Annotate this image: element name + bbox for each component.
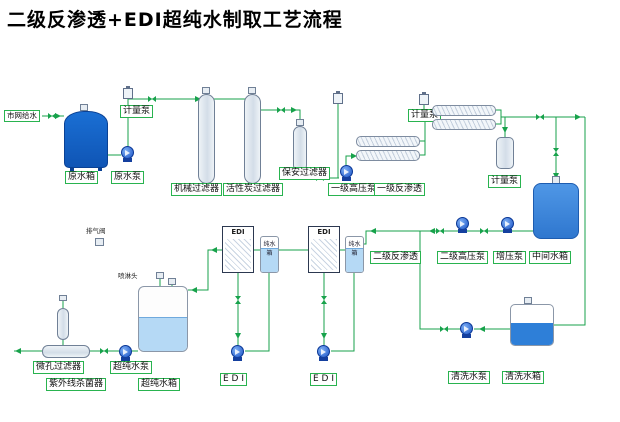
ultrapure-water-tank xyxy=(138,286,188,352)
ro1-membrane-module xyxy=(356,150,420,161)
booster-pump-label: 增压泵 xyxy=(493,251,527,264)
edi-hatch xyxy=(311,239,337,270)
raw-water-tank xyxy=(64,111,108,171)
cleaning-tank xyxy=(510,304,554,346)
stage1-ro-label: 一级反渗透 xyxy=(374,183,426,196)
uv-sterilizer xyxy=(42,345,90,358)
pure-water-tank-1-label: 纯水箱 xyxy=(263,241,276,257)
water-fill xyxy=(511,323,553,345)
uv-sterilizer-label: 紫外线杀菌器 xyxy=(46,378,107,391)
municipal-water-label: 市网给水 xyxy=(4,110,40,122)
booster-pump-icon xyxy=(501,217,514,233)
raw-water-tank-label: 原水箱 xyxy=(65,171,99,184)
metering-pump-3-label: 计量泵 xyxy=(488,175,522,188)
dosing-tank xyxy=(496,137,514,169)
metering-pump-2-icon xyxy=(419,92,429,105)
filter-top-fitting-icon xyxy=(202,87,210,94)
breather-icon xyxy=(168,278,176,285)
stage2-ro-label: 二级反渗透 xyxy=(370,251,422,264)
cleaning-pump-label: 清洗水泵 xyxy=(448,371,491,384)
stage2-hp-pump-icon xyxy=(456,217,469,233)
water-fill xyxy=(346,247,363,272)
stage1-hp-pump-label: 一级高压泵 xyxy=(328,183,380,196)
edi-pump-1-icon xyxy=(231,345,244,361)
spray-head-icon xyxy=(156,272,164,279)
edi-2-label: E D I xyxy=(310,373,337,386)
ultrapure-pump-icon xyxy=(119,345,132,361)
intermediate-tank xyxy=(533,183,579,239)
edi-unit-2: EDI xyxy=(308,226,340,273)
cleaning-pump-icon xyxy=(460,322,473,338)
dosing-unit-icon xyxy=(333,91,343,104)
diagram-title: 二级反渗透+EDI超纯水制取工艺流程 xyxy=(7,9,343,31)
mechanical-filter-label: 机械过滤器 xyxy=(171,183,223,196)
filter-top-fitting-icon xyxy=(59,295,67,301)
ro2-membrane-module xyxy=(432,119,496,130)
ultrapure-pump-label: 超纯水泵 xyxy=(110,361,153,374)
security-filter xyxy=(293,126,307,172)
micro-filter-label: 微孔过滤器 xyxy=(33,361,85,374)
metering-pump-1-icon xyxy=(123,86,133,99)
stage1-hp-pump-icon xyxy=(340,165,353,181)
raw-water-pump-label: 原水泵 xyxy=(111,171,145,184)
micro-filter xyxy=(57,308,69,340)
raw-water-pump-icon xyxy=(121,146,134,162)
edi-unit-2-text: EDI xyxy=(317,228,331,236)
edi-pump-2-icon xyxy=(317,345,330,361)
mechanical-filter xyxy=(198,94,215,184)
tank-fitting-icon xyxy=(524,297,532,304)
carbon-filter xyxy=(244,94,261,184)
water-fill xyxy=(261,247,278,272)
spray-head-label: 喷淋头 xyxy=(118,272,138,280)
filter-top-fitting-icon xyxy=(248,87,256,94)
ultrapure-tank-label: 超纯水箱 xyxy=(138,378,181,391)
intermediate-tank-label: 中间水箱 xyxy=(529,251,572,264)
ro1-membrane-module xyxy=(356,136,420,147)
edi-hatch xyxy=(225,239,251,270)
filter-top-fitting-icon xyxy=(296,119,304,126)
pure-water-tank-2: 纯水箱 xyxy=(345,236,364,273)
security-filter-label: 保安过滤器 xyxy=(279,167,331,180)
edi-unit-1: EDI xyxy=(222,226,254,273)
edi-1-label: E D I xyxy=(220,373,247,386)
metering-pump-1-label: 计量泵 xyxy=(120,105,154,118)
pure-water-tank-1: 纯水箱 xyxy=(260,236,279,273)
cleaning-tank-label: 清洗水箱 xyxy=(502,371,545,384)
tank-fitting-icon xyxy=(80,104,88,111)
carbon-filter-label: 活性炭过滤器 xyxy=(223,183,284,196)
stage2-hp-pump-label: 二级高压泵 xyxy=(437,251,489,264)
pure-water-tank-2-label: 纯水箱 xyxy=(348,241,361,257)
vent-valve-icon xyxy=(95,238,104,246)
ro2-membrane-module xyxy=(432,105,496,116)
water-fill xyxy=(139,316,187,351)
edi-unit-1-text: EDI xyxy=(231,228,245,236)
vent-valve-label: 排气阀 xyxy=(86,227,106,235)
